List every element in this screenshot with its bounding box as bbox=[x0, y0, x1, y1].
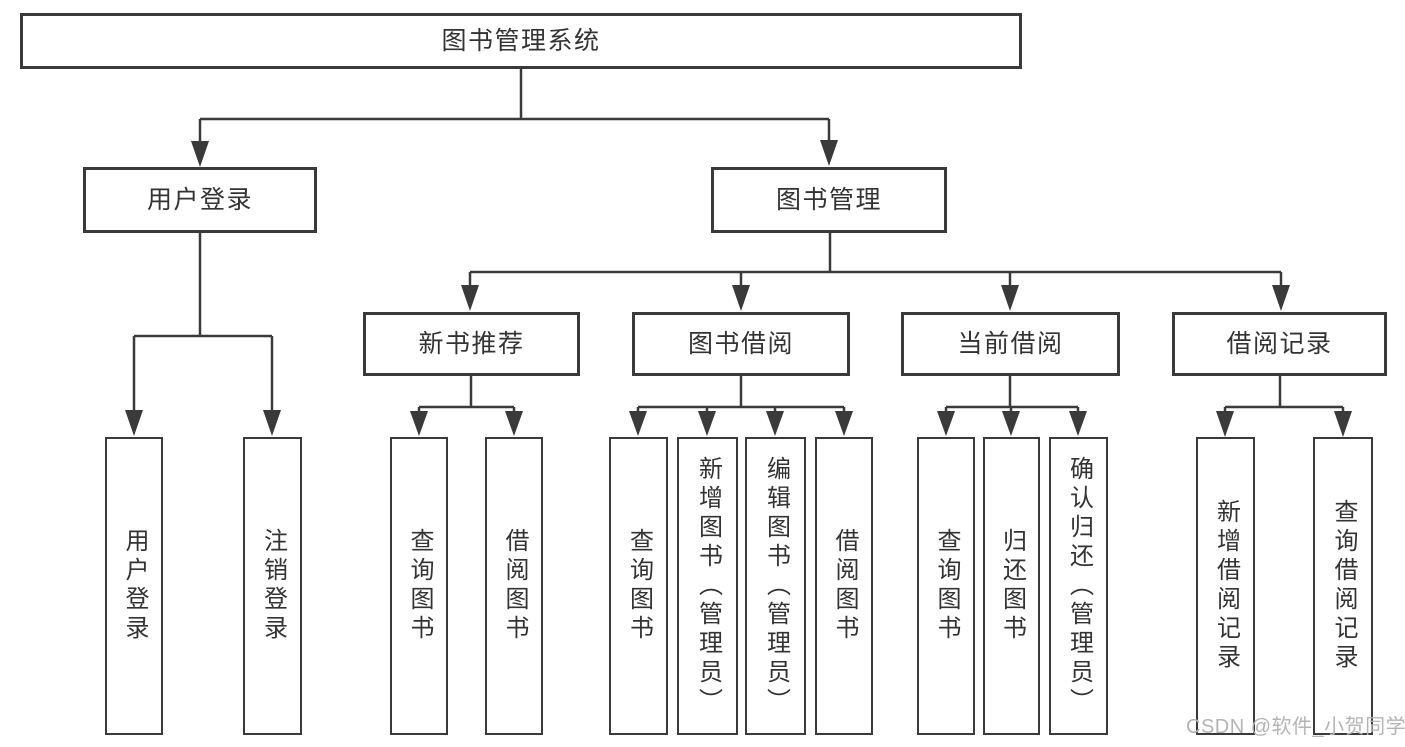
node-label: 编辑图书（管理员） bbox=[762, 455, 790, 717]
node-label: 查询图书 bbox=[933, 528, 960, 644]
node-label: 新书推荐 bbox=[418, 329, 525, 358]
node-label: 注销登录 bbox=[259, 528, 287, 644]
node-label: 确认归还（管理员） bbox=[1065, 455, 1093, 717]
leaf-logout: 注销登录 bbox=[243, 437, 302, 735]
csdn-watermark: CSDN @软件_小贺同学 bbox=[1186, 716, 1405, 738]
node-user-login: 用户登录 bbox=[83, 167, 317, 233]
node-label: 借阅图书 bbox=[831, 528, 858, 644]
leaf-borrowing-query-books: 查询图书 bbox=[609, 437, 668, 735]
node-label: 新增借阅记录 bbox=[1212, 499, 1240, 673]
node-label: 借阅图书 bbox=[501, 528, 528, 644]
connector-user-login-to-leaves bbox=[125, 233, 281, 436]
node-label: 图书借阅 bbox=[687, 329, 794, 358]
node-label: 查询借阅记录 bbox=[1330, 499, 1357, 673]
node-current-borrowing: 当前借阅 bbox=[901, 312, 1120, 376]
connector-new-book-to-leaves bbox=[410, 376, 523, 436]
leaf-borrowing-add-books-admin: 新增图书（管理员） bbox=[677, 437, 738, 735]
leaf-records-add-borrow-record: 新增借阅记录 bbox=[1196, 437, 1255, 735]
leaf-current-confirm-return-admin: 确认归还（管理员） bbox=[1049, 437, 1108, 735]
leaf-current-return-books: 归还图书 bbox=[983, 437, 1040, 735]
leaf-current-query-books: 查询图书 bbox=[917, 437, 975, 735]
node-book-management: 图书管理 bbox=[711, 167, 947, 233]
connector-book-borrowing-to-leaves bbox=[629, 376, 853, 436]
connector-borrowing-records-to-leaves bbox=[1216, 376, 1352, 437]
node-label: 借阅记录 bbox=[1226, 329, 1333, 358]
leaf-newbook-borrow-books: 借阅图书 bbox=[485, 437, 543, 735]
connector-book-management-to-level2 bbox=[461, 233, 1290, 311]
node-new-book-recommendation: 新书推荐 bbox=[363, 312, 580, 376]
node-label: 查询图书 bbox=[406, 528, 433, 644]
node-label: 查询图书 bbox=[625, 528, 653, 644]
leaf-records-query-borrow-record: 查询借阅记录 bbox=[1313, 437, 1373, 735]
node-book-borrowing: 图书借阅 bbox=[632, 312, 850, 376]
node-label: 图书管理 bbox=[775, 185, 882, 214]
leaf-newbook-query-books: 查询图书 bbox=[390, 437, 448, 735]
node-label: 图书管理系统 bbox=[441, 26, 601, 55]
leaf-borrowing-borrow-books: 借阅图书 bbox=[815, 437, 873, 735]
connector-current-borrowing-to-leaves bbox=[937, 376, 1087, 436]
node-label: 用户登录 bbox=[121, 528, 148, 644]
leaf-user-login: 用户登录 bbox=[105, 437, 163, 735]
node-label: 当前借阅 bbox=[957, 329, 1064, 358]
node-book-management-system: 图书管理系统 bbox=[20, 13, 1022, 69]
node-label: 归还图书 bbox=[998, 528, 1026, 644]
node-label: 用户登录 bbox=[146, 185, 253, 214]
node-label: 新增图书（管理员） bbox=[694, 455, 722, 717]
connector-root-to-level1 bbox=[191, 69, 838, 167]
node-borrowing-records: 借阅记录 bbox=[1172, 312, 1387, 376]
leaf-borrowing-edit-books-admin: 编辑图书（管理员） bbox=[745, 437, 806, 735]
